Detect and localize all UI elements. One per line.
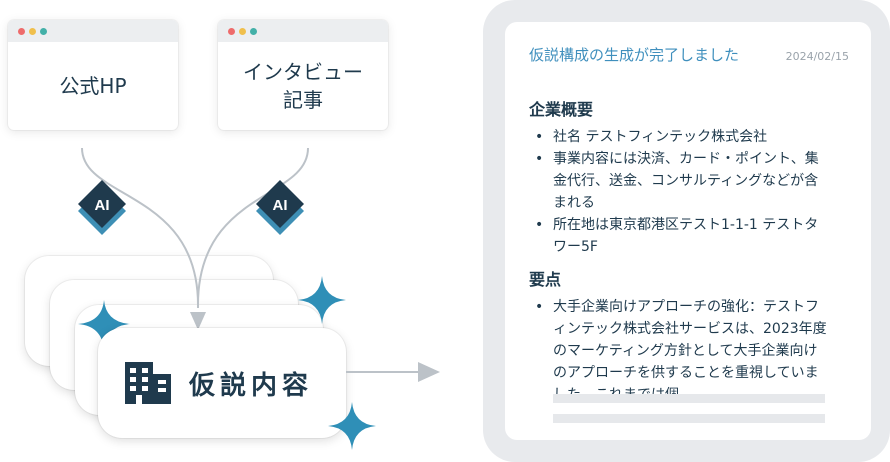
ai-badge-right: AI xyxy=(256,180,304,235)
arrow-down-icon xyxy=(190,312,206,330)
source-label-official-hp: 公式HP xyxy=(59,74,127,98)
ai-badge-right-text: AI xyxy=(273,197,288,214)
source-window-official-hp: 公式HP xyxy=(8,20,178,130)
sparkle-icon xyxy=(298,276,346,324)
connector-line-right xyxy=(196,147,309,309)
key-points-list: 大手企業向けアプローチの強化：テストフィンテック株式会社サービスは、2023年度… xyxy=(529,296,829,406)
list-item: 所在地は東京都港区テスト1-1-1 テストタワー5F xyxy=(529,214,829,258)
window-dot-green xyxy=(40,28,47,35)
window-dot-yellow xyxy=(29,28,36,35)
ai-badge-left-text: AI xyxy=(95,197,110,214)
window-dot-red xyxy=(228,28,235,35)
hypothesis-label: 仮説内容 xyxy=(189,370,314,401)
text-placeholder-line xyxy=(553,414,825,423)
building-icon xyxy=(125,362,171,404)
window-dot-yellow xyxy=(239,28,246,35)
result-header: 仮説構成の生成が完了しました 2024/02/15 xyxy=(529,44,849,65)
list-item: 大手企業向けアプローチの強化：テストフィンテック株式会社サービスは、2023年度… xyxy=(529,296,829,406)
sparkle-icon xyxy=(328,402,376,450)
source-window-interview: インタビュー 記事 xyxy=(218,20,388,130)
window-titlebar xyxy=(8,20,178,42)
result-panel: 仮説構成の生成が完了しました 2024/02/15 企業概要 社名 テストフィン… xyxy=(505,22,871,440)
connector-line-left xyxy=(81,147,200,309)
list-item: 事業内容には決済、カード・ポイント、集金代行、送金、コンサルティングなどが含まれ… xyxy=(529,148,829,214)
status-date: 2024/02/15 xyxy=(785,50,849,63)
ai-badge-left: AI xyxy=(78,180,126,235)
text-placeholder-line xyxy=(553,394,825,403)
company-overview-list: 社名 テストフィンテック株式会社 事業内容には決済、カード・ポイント、集金代行、… xyxy=(529,126,829,258)
status-message: 仮説構成の生成が完了しました xyxy=(529,46,740,64)
window-dot-red xyxy=(18,28,25,35)
hypothesis-card: 仮説内容 xyxy=(98,328,346,438)
window-dot-green xyxy=(250,28,257,35)
section-title-key-points: 要点 xyxy=(529,270,562,289)
source-label-interview: インタビュー 記事 xyxy=(243,60,363,112)
arrow-right-icon xyxy=(418,362,440,382)
window-titlebar xyxy=(218,20,388,42)
sparkle-icon xyxy=(78,300,130,350)
section-title-company-overview: 企業概要 xyxy=(529,100,594,119)
list-item: 社名 テストフィンテック株式会社 xyxy=(529,126,829,148)
